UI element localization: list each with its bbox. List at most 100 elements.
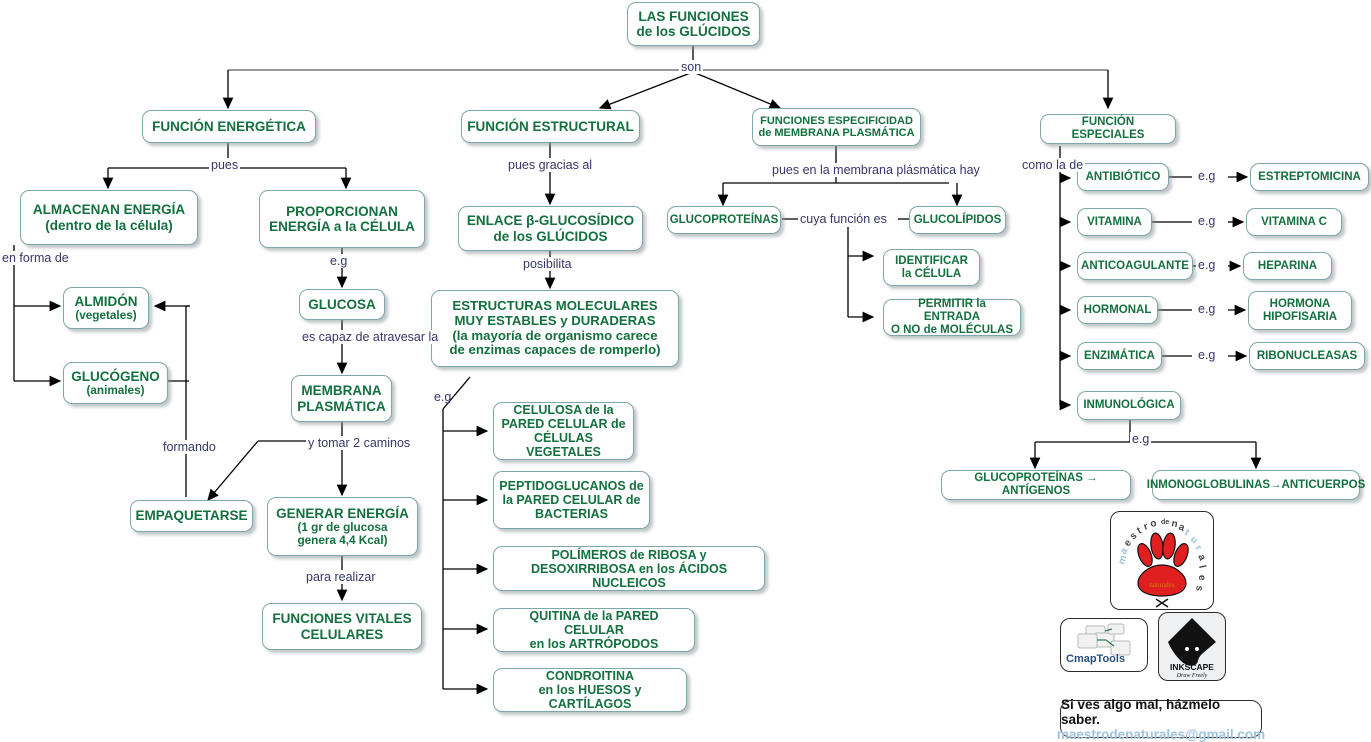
node-condroitina[interactable]: CONDROITINA en los HUESOS y CARTÍLAGOS	[493, 668, 687, 712]
node-label: INMUNOLÓGICA	[1083, 399, 1175, 412]
label-line2: 2 caminos	[353, 436, 411, 450]
node-label-line1: CONDROITINA	[545, 669, 635, 683]
svg-text:a: a	[1177, 522, 1187, 534]
link-label-son: son	[679, 60, 704, 74]
node-label-line1: PEPTIDOGLUCANOS de	[499, 479, 644, 493]
link-label-eg-inmunologica: e.g	[1130, 432, 1152, 446]
node-label-line1: FUNCIONES ESPECIFICIDAD	[760, 114, 913, 127]
svg-text:INKSCAPE: INKSCAPE	[1170, 662, 1214, 672]
node-glucosa[interactable]: GLUCOSA	[299, 289, 385, 320]
link-label-eg-enzimatica: e.g	[1196, 348, 1218, 362]
node-estructuras-moleculares[interactable]: ESTRUCTURAS MOLECULARES MUY ESTABLES y D…	[431, 290, 679, 367]
svg-text:o: o	[1149, 518, 1157, 530]
node-inmunologica[interactable]: INMUNOLÓGICA	[1077, 391, 1181, 420]
node-almacenan-energia[interactable]: ALMACENAN ENERGÍA (dentro de la célula)	[20, 190, 198, 245]
inkscape-icon: INKSCAPE Draw Freely	[1168, 617, 1216, 679]
svg-text:s: s	[1193, 584, 1205, 592]
node-label: HEPARINA	[1257, 259, 1318, 272]
node-root-title[interactable]: LAS FUNCIONES de los GLÚCIDOS	[627, 2, 760, 46]
node-label: RIBONUCLEASAS	[1256, 349, 1358, 362]
node-vitamina-c[interactable]: VITAMINA C	[1246, 208, 1342, 236]
node-label-line1: GLUCÓGENO	[71, 368, 160, 384]
node-funciones-especificidad-membrana[interactable]: FUNCIONES ESPECIFICIDAD de MEMBRANA PLAS…	[752, 108, 921, 146]
node-label-line2: CELULARES	[300, 626, 384, 642]
node-label-line2: la CÉLULA	[901, 267, 962, 280]
node-label: VITAMINA	[1087, 215, 1142, 228]
link-label-en-forma-de: en forma de	[0, 251, 71, 265]
node-permitir-entrada-moleculas[interactable]: PERMITIR la ENTRADA O NO de MOLÉCULAS	[883, 298, 1021, 336]
node-almidon[interactable]: ALMIDÓN (vegetales)	[63, 287, 149, 329]
link-label-y-tomar-2-caminos: y tomar 2 caminos	[306, 436, 413, 450]
node-glucolipidos[interactable]: GLUCOLÍPIDOS	[909, 206, 1006, 234]
root-line1: LAS FUNCIONES	[638, 8, 749, 24]
node-label: ENZIMÁTICA	[1084, 349, 1155, 362]
svg-text:r: r	[1142, 521, 1150, 533]
node-proporcionan-energia-celula[interactable]: PROPORCIONAN ENERGÍA a la CÉLULA	[259, 190, 425, 248]
node-quitina[interactable]: QUITINA de la PARED CELULAR en los ARTRÓ…	[493, 608, 695, 652]
node-funcion-energetica[interactable]: FUNCIÓN ENERGÉTICA	[142, 110, 316, 143]
node-enlace-beta-glucosidico[interactable]: ENLACE β-GLUCOSÍDICO de los GLÚCIDOS	[458, 206, 643, 251]
node-funciones-vitales-celulares[interactable]: FUNCIONES VITALES CELULARES	[262, 603, 422, 650]
node-hormona-hipofisaria[interactable]: HORMONA HIPOFISARIA	[1248, 291, 1352, 330]
node-label: ANTICOAGULANTE	[1081, 259, 1189, 272]
root-line2: de los GLÚCIDOS	[636, 24, 751, 39]
node-ribonucleasas[interactable]: RIBONUCLEASAS	[1249, 342, 1365, 370]
node-estreptomicina[interactable]: ESTREPTOMICINA	[1250, 163, 1369, 191]
link-label-eg-energia: e.g	[328, 254, 350, 268]
node-inmonoglobulinas-anticuerpos[interactable]: INMONOGLOBULINAS→ANTICUERPOS	[1147, 470, 1365, 500]
svg-text:a: a	[1118, 546, 1131, 557]
link-label-eg-hormonal: e.g	[1196, 302, 1218, 316]
node-hormonal[interactable]: HORMONAL	[1077, 296, 1158, 324]
cmaptools-logo: CmapTools	[1060, 618, 1148, 672]
feedback-email[interactable]: maestrodenaturales@gmail.com	[1056, 726, 1266, 742]
node-label-line2: (vegetales)	[75, 308, 137, 322]
link-label-eg-anticoagulante: e.g	[1196, 258, 1218, 272]
node-anticoagulante[interactable]: ANTICOAGULANTE	[1077, 252, 1193, 280]
node-funcion-especiales[interactable]: FUNCIÓN ESPECIALES	[1040, 114, 1176, 144]
node-glucogeno[interactable]: GLUCÓGENO (animales)	[63, 362, 168, 404]
node-antibiotico[interactable]: ANTIBIÓTICO	[1077, 163, 1169, 191]
node-label-line1: MEMBRANA	[301, 383, 382, 399]
svg-text:Draw Freely: Draw Freely	[1176, 673, 1208, 679]
node-label-line2: de MEMBRANA PLASMÁTICA	[758, 127, 915, 139]
node-label-line3: genera 4,4 Kcal)	[297, 534, 388, 548]
node-label-line1: FUNCIONES VITALES	[272, 611, 412, 627]
node-vitamina[interactable]: VITAMINA	[1077, 208, 1152, 236]
node-empaquetarse[interactable]: EMPAQUETARSE	[130, 500, 253, 532]
label-line2: forma de	[19, 251, 69, 265]
link-label-eg-vitamina: e.g	[1196, 214, 1218, 228]
link-label-eg-estructuras: e.g	[434, 390, 452, 404]
node-label-line1: ALMIDÓN	[74, 293, 138, 309]
node-label-line1: POLÍMEROS de RIBOSA y	[551, 547, 707, 562]
node-label-line2: de los GLÚCIDOS	[493, 228, 608, 244]
node-enzimatica[interactable]: ENZIMÁTICA	[1077, 342, 1162, 370]
node-membrana-plasmatica[interactable]: MEMBRANA PLASMÁTICA	[291, 375, 392, 422]
node-glucoproteinas-antigenos[interactable]: GLUCOPROTEÍNAS → ANTÍGENOS	[941, 470, 1131, 500]
node-generar-energia[interactable]: GENERAR ENERGÍA (1 gr de glucosa genera …	[267, 497, 418, 556]
link-label-cuya-funcion-es: cuya función es	[798, 212, 889, 226]
svg-text:t: t	[1135, 525, 1144, 537]
node-celulosa[interactable]: CELULOSA de la PARED CELULAR de CÉLULAS …	[493, 402, 634, 460]
node-peptidoglucanos[interactable]: PEPTIDOGLUCANOS de la PARED CELULAR de B…	[493, 471, 650, 529]
link-label-formando: formando	[161, 440, 218, 454]
node-label: INMONOGLOBULINAS→ANTICUERPOS	[1146, 478, 1366, 491]
node-label: EMPAQUETARSE	[135, 508, 248, 524]
node-label-line2: PLASMÁTICA	[297, 398, 386, 414]
node-label-line1: IDENTIFICAR	[895, 254, 968, 267]
svg-text:l: l	[1196, 564, 1207, 569]
node-identificar-celula[interactable]: IDENTIFICAR la CÉLULA	[883, 249, 980, 286]
svg-text:CmapTools: CmapTools	[1066, 653, 1125, 665]
node-label-line1: HORMONA	[1269, 297, 1331, 310]
svg-text:naturales: naturales	[1149, 581, 1175, 589]
node-heparina[interactable]: HEPARINA	[1243, 252, 1332, 280]
node-label-line1: PERMITIR la ENTRADA	[918, 298, 986, 324]
maestro-de-naturales-logo: naturales m a e s t r o de n a t u r a l	[1110, 511, 1214, 610]
node-funcion-estructural[interactable]: FUNCIÓN ESTRUCTURAL	[461, 110, 640, 143]
node-label-line1: ALMACENAN ENERGÍA	[32, 202, 186, 218]
node-label-line1: CELULOSA de la	[513, 403, 614, 417]
node-polimeros-ribosa[interactable]: POLÍMEROS de RIBOSA y DESOXIRRIBOSA en l…	[493, 546, 765, 591]
svg-text:s: s	[1128, 530, 1140, 542]
label-line2: plásmática hay	[896, 163, 980, 177]
node-glucoproteinas[interactable]: GLUCOPROTEÍNAS	[667, 206, 781, 234]
